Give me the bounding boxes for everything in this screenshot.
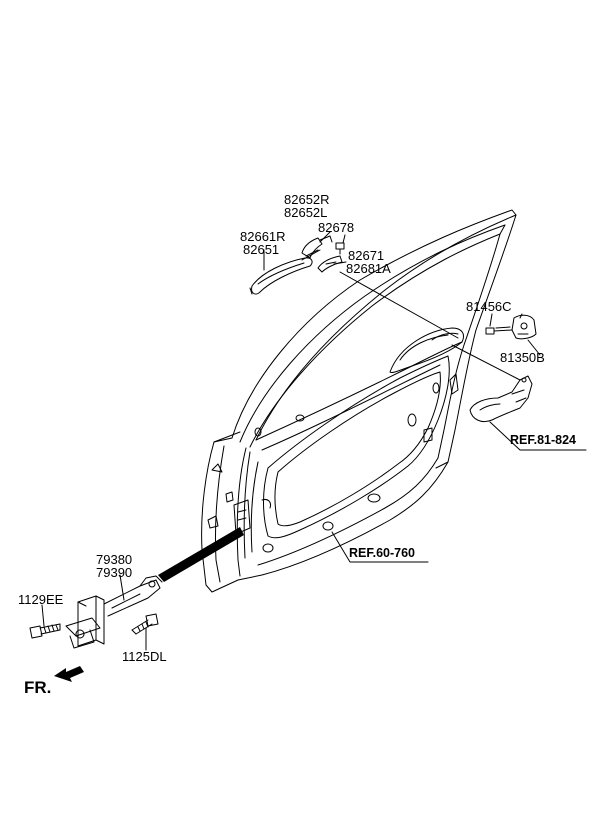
- inside-handle-assembly: [469, 375, 533, 423]
- label-81456c: 81456C: [466, 299, 512, 314]
- outside-handle: [249, 257, 313, 295]
- label-79380: 79380 79390: [96, 553, 132, 579]
- label-82651: 82651: [243, 242, 280, 257]
- key-cylinder-cover: [317, 255, 343, 273]
- label-82681a: 82681A: [346, 261, 391, 276]
- label-1125dl: 1125DL: [122, 649, 167, 664]
- label-82671-a: 82671: [348, 248, 385, 263]
- label-1129ee: 1129EE: [18, 592, 64, 607]
- label-81350b: 81350B: [500, 350, 545, 365]
- label-82652r: 82652R: [284, 192, 330, 207]
- label-82678: 82678: [318, 220, 355, 235]
- label-82671: 82671 82681A: [346, 249, 391, 275]
- label-82661: 82661R 82651: [240, 230, 286, 256]
- door-hinge: [65, 575, 163, 649]
- label-82652: 82652R 82652L: [284, 193, 330, 219]
- ref-60-760: REF.60-760: [349, 546, 416, 560]
- screw-81456c: [485, 326, 513, 335]
- label-82652l: 82652L: [284, 205, 328, 220]
- label-79380-a: 79380: [96, 552, 133, 567]
- label-79390: 79390: [96, 565, 133, 580]
- bolt-1129ee: [29, 623, 61, 639]
- screw-82678: [335, 242, 345, 255]
- handle-cover: [301, 235, 333, 259]
- direction-label: FR.: [24, 678, 52, 697]
- bolt-1125dl: [131, 613, 159, 635]
- label-82661r: 82661R: [240, 229, 286, 244]
- front-door-panel: [201, 209, 517, 593]
- latch-81350b: [511, 313, 537, 340]
- ref-81-824: REF.81-824: [510, 433, 577, 447]
